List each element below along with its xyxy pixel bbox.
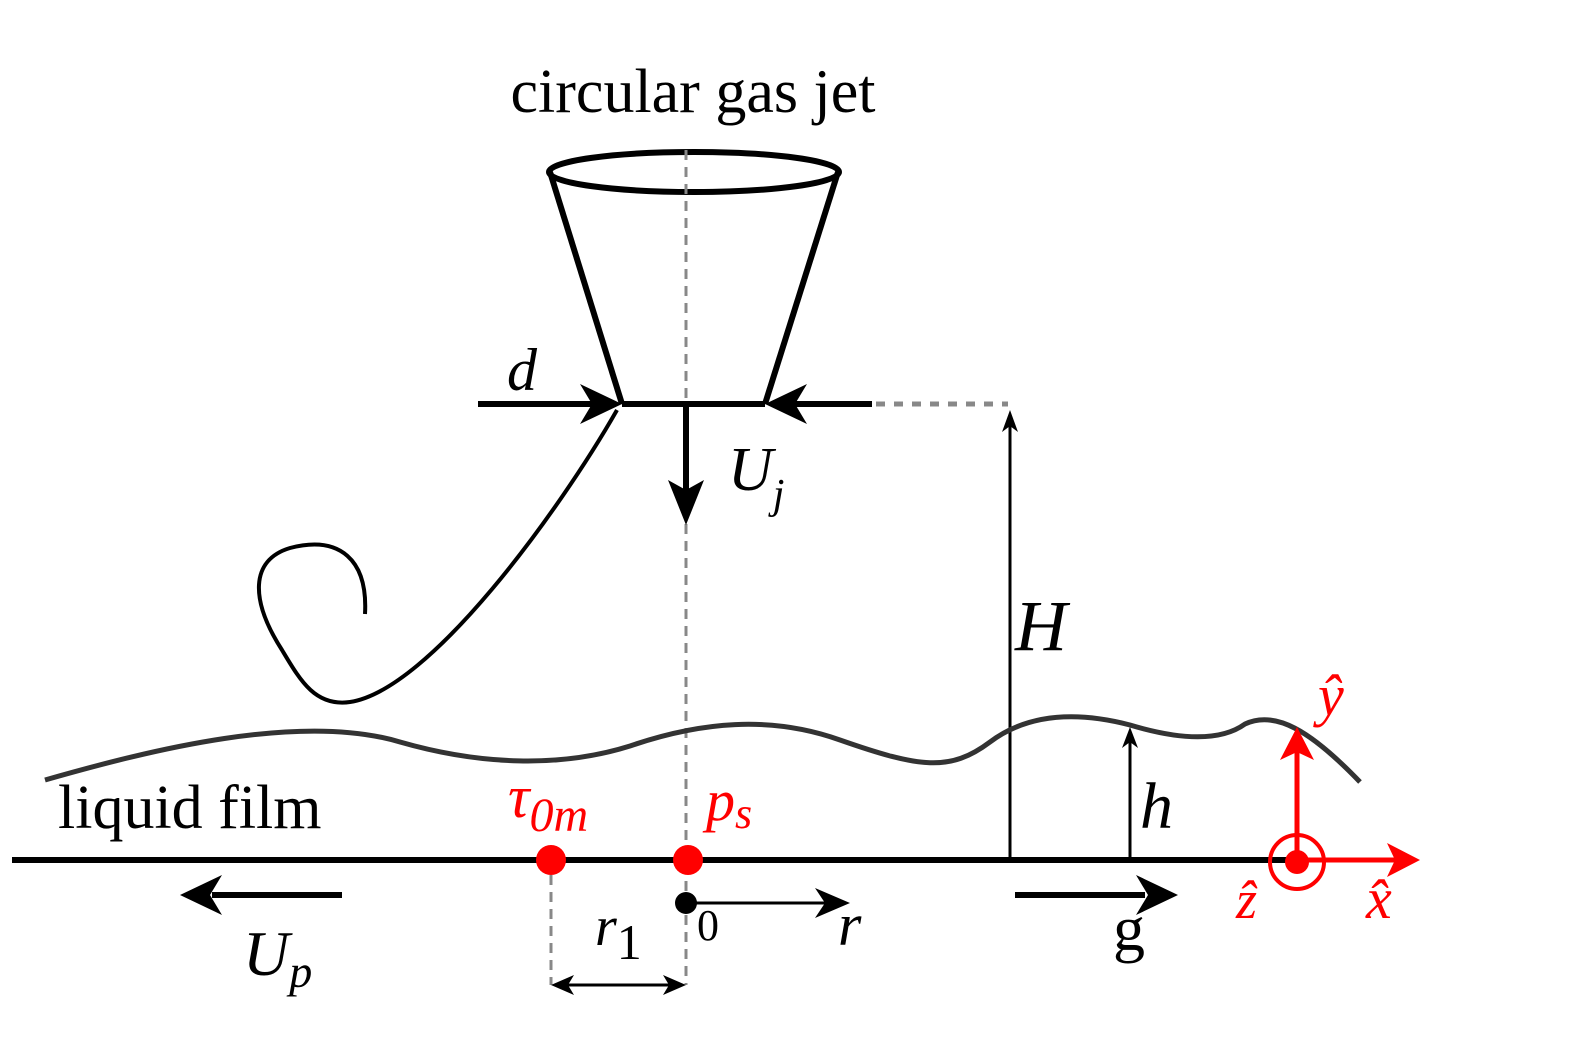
x-axis-arrowhead [1387,843,1420,877]
diagram-title: circular gas jet [511,58,876,126]
diameter-dimension [478,384,872,424]
r-label: r [838,892,862,958]
uj-arrowhead [668,480,704,525]
h-arrowhead [1122,727,1138,748]
entrainment-swirl [257,409,619,705]
y-hat-label: ŷ [1313,663,1344,728]
d-label: d [507,337,538,403]
nozzle-inlet-ellipse [546,149,842,195]
liquid-film-interface [44,714,1362,784]
ps-point [673,845,703,875]
z-axis-ring [1268,833,1326,891]
g-arrowhead [1136,875,1178,915]
y-axis-arrowhead [1280,727,1314,760]
d-right-arrowhead [765,384,807,424]
uj-label: Uj [728,436,784,518]
x-hat-label: x̂ [1365,866,1392,931]
r1-left-arrowhead [551,975,574,995]
nozzle-left-wall [547,171,625,405]
up-label: Up [243,918,312,997]
tau-point [536,845,566,875]
z-axis-dot [1285,850,1309,874]
g-label: g [1113,893,1145,964]
ps-label: ps [702,768,752,838]
liquid-film-label: liquid film [58,774,322,842]
z-hat-label: ẑ [1235,870,1258,930]
nozzle-right-wall [762,171,841,405]
coordinate-axes [1268,727,1420,891]
H-label: H [1014,586,1071,666]
up-arrowhead [180,875,222,915]
tau-label: τ0m [508,764,588,842]
origin-zero-label: 0 [697,901,719,950]
H-arrowhead [1002,410,1018,432]
h-label: h [1140,770,1173,843]
r1-right-arrowhead [663,975,686,995]
d-left-arrowhead [580,384,622,424]
r-arrowhead [815,888,850,918]
r1-label: r1 [595,896,642,970]
nozzle [546,149,842,407]
